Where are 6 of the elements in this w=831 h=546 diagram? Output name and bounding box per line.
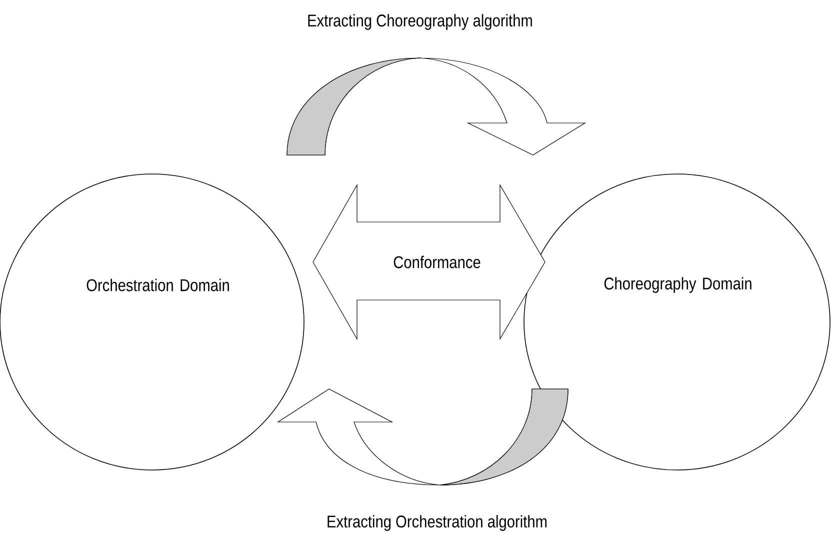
curved-block-arrow xyxy=(286,58,586,156)
edge-label: Conformance xyxy=(392,254,482,270)
edge-label: Extracting Choreography algorithm xyxy=(308,14,532,30)
curved-block-arrow xyxy=(278,388,568,486)
edge-label: Extracting Orchestration algorithm xyxy=(328,515,546,531)
double-block-arrow xyxy=(312,184,546,340)
